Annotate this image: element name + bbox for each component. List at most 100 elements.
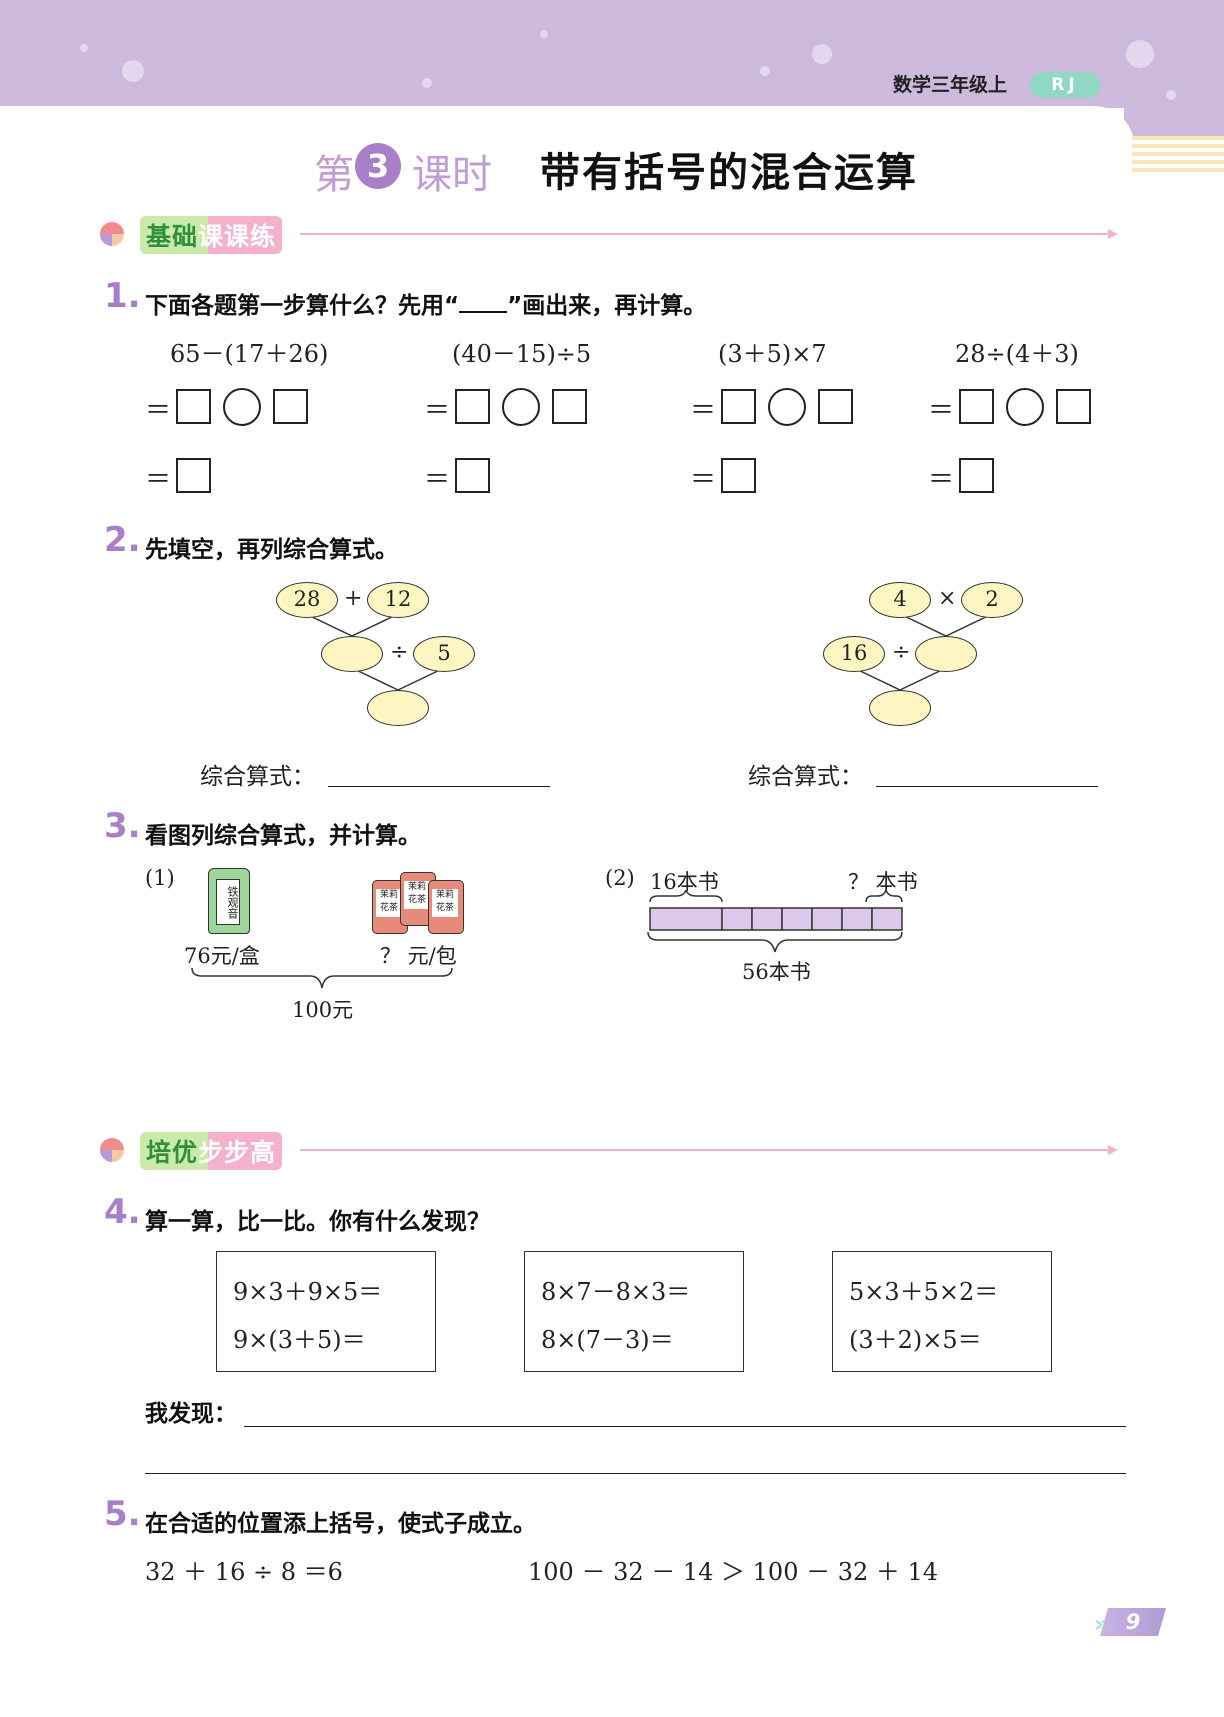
multiply-operator: × — [938, 586, 957, 611]
q1-text: 下面各题第一步算什么？先用“”画出来，再计算。 — [145, 293, 707, 319]
oval-number: 28 — [276, 582, 338, 618]
divide-operator: ÷ — [892, 640, 911, 665]
q5-number: 5. — [104, 1494, 141, 1534]
bar-segment — [841, 907, 873, 931]
total-brace — [191, 967, 453, 989]
combined-formula-label: 综合算式： — [748, 764, 863, 790]
answer-box[interactable] — [176, 458, 211, 493]
calc-box: 5×3＋5×2＝ (3＋2)×5＝ — [832, 1251, 1052, 1372]
section-advanced-label: 培优步步高 — [140, 1132, 283, 1170]
operator-circle[interactable] — [223, 388, 261, 426]
tea-bag-icon: 茉莉花茶 — [428, 880, 464, 934]
part-2-label: (2) — [605, 866, 635, 890]
oval-number: 12 — [367, 582, 429, 618]
calc-line: 8×7－8×3＝ — [541, 1278, 691, 1306]
content-sheet — [0, 106, 1134, 1717]
lesson-suffix: 课时 — [412, 152, 492, 198]
q1-number: 1. — [104, 276, 141, 316]
discover-label: 我发现： — [145, 1401, 237, 1427]
operator-circle[interactable] — [502, 388, 540, 426]
bar-segment — [781, 907, 813, 931]
answer-line[interactable] — [244, 1426, 1126, 1427]
operator-circle[interactable] — [1006, 388, 1044, 426]
q1-expr-1: 65－(17＋26) — [170, 340, 329, 368]
q5-expr-2: 100 － 32 － 14 ＞ 100 － 32 ＋ 14 — [528, 1558, 939, 1586]
arrow-right-icon — [1108, 1145, 1118, 1155]
q2-text: 先填空，再列综合算式。 — [145, 537, 398, 563]
oval-blank[interactable] — [869, 690, 931, 726]
oval-blank[interactable] — [367, 690, 429, 726]
calc-box: 8×7－8×3＝ 8×(7－3)＝ — [524, 1251, 744, 1372]
q5-expr-1: 32 ＋ 16 ÷ 8 ＝6 — [145, 1558, 343, 1586]
calc-line: 8×(7－3)＝ — [541, 1326, 674, 1354]
equals-sign: ＝ — [145, 465, 172, 495]
answer-box[interactable] — [721, 458, 756, 493]
calc-line: 9×3＋9×5＝ — [233, 1278, 383, 1306]
oval-blank[interactable] — [915, 636, 977, 672]
bag-price: ？ 元/包 — [380, 944, 457, 968]
combined-formula-label: 综合算式： — [200, 764, 315, 790]
oval-number: 4 — [869, 582, 931, 618]
decorative-stripes — [1132, 136, 1224, 176]
equals-sign: ＝ — [424, 465, 451, 495]
lesson-prefix: 第 — [314, 152, 354, 198]
bar-segment — [721, 907, 753, 931]
equals-sign: ＝ — [145, 396, 172, 426]
segment-bar — [647, 890, 903, 953]
section-divider — [300, 233, 1110, 235]
equals-sign: ＝ — [690, 465, 717, 495]
answer-box[interactable] — [455, 458, 490, 493]
answer-box[interactable] — [959, 389, 994, 424]
equals-sign: ＝ — [690, 396, 717, 426]
divide-operator: ÷ — [390, 640, 409, 665]
q5-text: 在合适的位置添上括号，使式子成立。 — [145, 1511, 536, 1537]
bar-right-label: ？ 本书 — [848, 870, 918, 894]
total-price: 100元 — [292, 998, 354, 1022]
q2-tree-lines — [305, 613, 993, 691]
q1-expr-4: 28÷(4＋3) — [955, 340, 1079, 368]
can-price: 76元/盒 — [184, 944, 260, 968]
bar-segment — [649, 907, 723, 931]
bar-segment — [751, 907, 783, 931]
calc-line: (3＋2)×5＝ — [849, 1326, 982, 1354]
pie-icon — [100, 222, 124, 246]
answer-line[interactable] — [876, 786, 1098, 787]
oval-blank[interactable] — [321, 636, 383, 672]
answer-line[interactable] — [145, 1473, 1126, 1474]
q4-number: 4. — [104, 1192, 141, 1232]
calc-line: 5×3＋5×2＝ — [849, 1278, 999, 1306]
bar-total-label: 56本书 — [742, 960, 811, 984]
calc-box: 9×3＋9×5＝ 9×(3＋5)＝ — [216, 1251, 436, 1372]
answer-box[interactable] — [1056, 389, 1091, 424]
lesson-number: 3 — [355, 143, 401, 189]
q3-text: 看图列综合算式，并计算。 — [145, 823, 421, 849]
section-basic-label: 基础课课练 — [140, 216, 283, 254]
q3-number: 3. — [104, 806, 141, 846]
calc-line: 9×(3＋5)＝ — [233, 1326, 366, 1354]
oval-number: 16 — [823, 636, 885, 672]
page-title: 带有括号的混合运算 — [540, 150, 918, 196]
answer-box[interactable] — [552, 389, 587, 424]
pie-icon — [100, 1138, 124, 1162]
answer-box[interactable] — [721, 389, 756, 424]
bar-left-label: 16本书 — [650, 870, 719, 894]
equals-sign: ＝ — [928, 465, 955, 495]
equals-sign: ＝ — [928, 396, 955, 426]
answer-box[interactable] — [273, 389, 308, 424]
arrow-right-icon — [1108, 229, 1118, 239]
edition-badge: RJ — [1030, 72, 1100, 98]
q1-expr-3: (3＋5)×7 — [718, 340, 827, 368]
answer-box[interactable] — [959, 458, 994, 493]
section-divider — [300, 1149, 1110, 1151]
answer-box[interactable] — [176, 389, 211, 424]
oval-number: 2 — [961, 582, 1023, 618]
page-number: 9 — [1100, 1608, 1166, 1636]
part-1-label: (1) — [145, 866, 175, 890]
equals-sign: ＝ — [424, 396, 451, 426]
operator-circle[interactable] — [768, 388, 806, 426]
bar-segment — [811, 907, 843, 931]
plus-operator: + — [344, 586, 363, 611]
answer-line[interactable] — [328, 786, 550, 787]
answer-box[interactable] — [818, 389, 853, 424]
answer-box[interactable] — [455, 389, 490, 424]
